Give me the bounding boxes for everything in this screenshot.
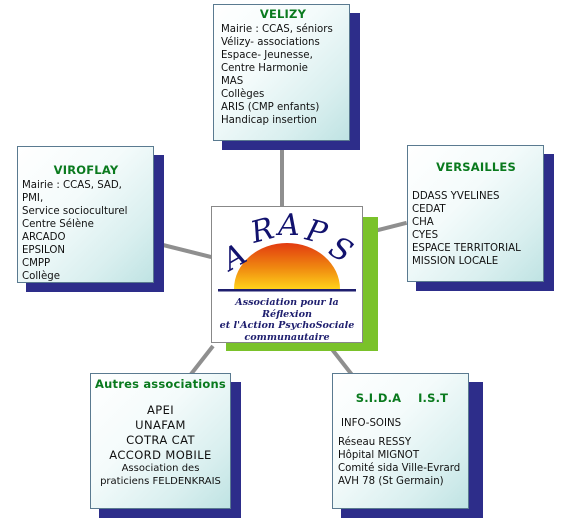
viroflay-items: Mairie : CCAS, SAD, PMI, Service sociocu…: [22, 179, 150, 283]
connector-velizy: [280, 144, 284, 210]
list-item: Centre Harmonie: [221, 63, 308, 74]
list-item: Collège: [22, 271, 61, 282]
list-item: Association des: [121, 463, 200, 474]
list-item: Réseau RESSY: [338, 437, 412, 448]
versailles-title: VERSAILLES: [436, 160, 516, 174]
autres-title: Autres associations: [95, 377, 226, 391]
versailles-box: VERSAILLES DDASS YVELINES CEDAT CHA CYES…: [407, 145, 544, 282]
velizy-items: Mairie : CCAS, séniors Vélizy- associati…: [221, 23, 345, 127]
caption-line: et l'Action PsychoSociale: [219, 320, 355, 331]
list-item: MISSION LOCALE: [412, 256, 499, 267]
sida-items: INFO-SOINS Réseau RESSY Hôpital MIGNOT C…: [338, 417, 466, 488]
list-item: Espace- Jeunesse,: [221, 50, 313, 61]
list-item: APEI: [146, 403, 175, 417]
velizy-box: VELIZY Mairie : CCAS, séniors Vélizy- as…: [213, 4, 350, 141]
viroflay-title: VIROFLAY: [53, 163, 119, 177]
svg-text:A: A: [275, 209, 300, 243]
list-item: Mairie : CCAS, séniors: [221, 24, 333, 35]
list-item: praticiens FELDENKRAIS: [100, 475, 221, 487]
caption-line: communautaire: [244, 331, 330, 343]
araps-caption: Association pour la Réflexion et l'Actio…: [212, 297, 362, 343]
list-item: PMI,: [22, 193, 44, 204]
list-item: Service socioculturel: [22, 206, 128, 217]
autres-box: Autres associations APEI UNAFAM COTRA CA…: [90, 373, 231, 509]
list-item: Vélizy- associations: [221, 37, 320, 48]
connector-autres: [189, 344, 215, 376]
list-item: ARCADO: [22, 232, 66, 243]
list-item: COTRA CAT: [126, 433, 195, 447]
list-item: ARIS (CMP enfants): [221, 102, 320, 113]
list-item: Centre Sélène: [22, 219, 94, 230]
list-item: Hôpital MIGNOT: [338, 450, 420, 461]
versailles-items: DDASS YVELINES CEDAT CHA CYES ESPACE TER…: [412, 190, 540, 268]
araps-logo-box: A R A P S Association pour la Réflexion …: [211, 206, 363, 343]
caption-line: Association pour la Réflexion: [235, 297, 339, 320]
list-item: CEDAT: [412, 204, 446, 215]
autres-items: APEI UNAFAM COTRA CAT ACCORD MOBILE: [93, 403, 228, 463]
list-item: AVH 78 (St Germain): [338, 476, 444, 487]
list-item: ESPACE TERRITORIAL: [412, 243, 521, 254]
list-item: Mairie : CCAS, SAD,: [22, 180, 122, 191]
svg-text:R: R: [246, 211, 278, 251]
list-item: DDASS YVELINES: [412, 191, 500, 202]
list-item: CYES: [412, 230, 439, 241]
connector-sida: [329, 346, 354, 377]
velizy-title: VELIZY: [259, 7, 307, 21]
list-item: MAS: [221, 76, 244, 87]
list-item: Handicap insertion: [221, 115, 317, 126]
viroflay-box: VIROFLAY Mairie : CCAS, SAD, PMI, Servic…: [17, 146, 154, 283]
list-item: INFO-SOINS: [341, 418, 402, 429]
list-item: CMPP: [22, 258, 51, 269]
list-item: Collèges: [221, 89, 265, 100]
list-item: Comité sida Ville-Evrard: [338, 463, 461, 474]
svg-text:P: P: [301, 213, 331, 253]
araps-logo-icon: A R A P S: [214, 209, 358, 292]
autres-small-items: Association des praticiens FELDENKRAIS: [93, 463, 228, 488]
list-item: ACCORD MOBILE: [109, 448, 212, 462]
sida-title: S.I.D.A I.S.T: [355, 391, 449, 405]
sida-box: S.I.D.A I.S.T INFO-SOINS Réseau RESSY Hô…: [332, 373, 469, 509]
list-item: UNAFAM: [135, 418, 186, 432]
list-item: EPSILON: [22, 245, 66, 256]
list-item: CHA: [412, 217, 434, 228]
